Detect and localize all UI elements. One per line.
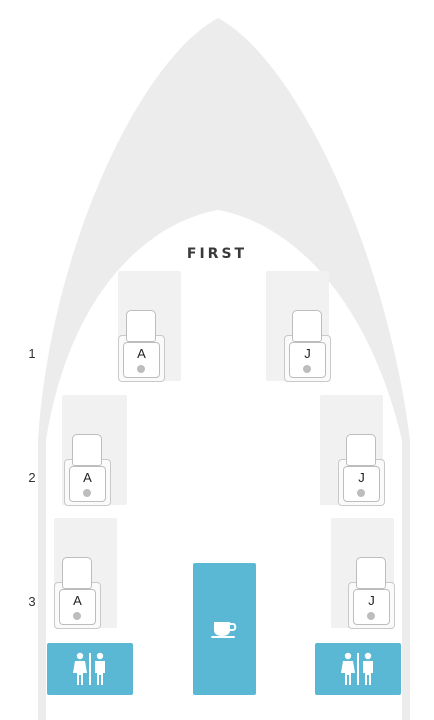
seat-letter: A [137,346,146,361]
seat-cushion: A [69,466,106,502]
seat-3a[interactable]: A [54,557,101,629]
lavatory-left[interactable] [47,643,133,695]
seat-control-icon [357,489,365,497]
seat-letter: A [83,470,92,485]
row-number: 3 [28,594,36,609]
seat-control-icon [303,365,311,373]
seat-2a[interactable]: A [64,434,111,506]
cabin-title: FIRST [186,246,248,262]
seat-headrest [292,310,322,342]
seat-letter: J [304,346,311,361]
seat-letter: J [358,470,365,485]
seat-control-icon [83,489,91,497]
seat-control-icon [367,612,375,620]
galley[interactable] [193,563,256,695]
seat-control-icon [137,365,145,373]
lavatory-icon [73,652,105,685]
seat-headrest [346,434,376,466]
row-number: 1 [28,346,36,361]
seat-1a[interactable]: A [118,310,165,382]
seat-2j[interactable]: J [338,434,385,506]
seat-cushion: A [123,342,160,378]
seat-control-icon [73,612,81,620]
seat-cushion: J [353,589,390,625]
seat-headrest [126,310,156,342]
row-number: 2 [28,470,36,485]
seat-1j[interactable]: J [284,310,331,382]
seat-headrest [356,557,386,589]
seat-letter: A [73,593,82,608]
seat-3j[interactable]: J [348,557,395,629]
seat-headrest [62,557,92,589]
seat-headrest [72,434,102,466]
coffee-cup-icon [210,622,236,638]
seat-cushion: J [289,342,326,378]
lavatory-icon [341,652,373,685]
seat-letter: J [368,593,375,608]
lavatory-right[interactable] [315,643,401,695]
seat-cushion: J [343,466,380,502]
seat-cushion: A [59,589,96,625]
